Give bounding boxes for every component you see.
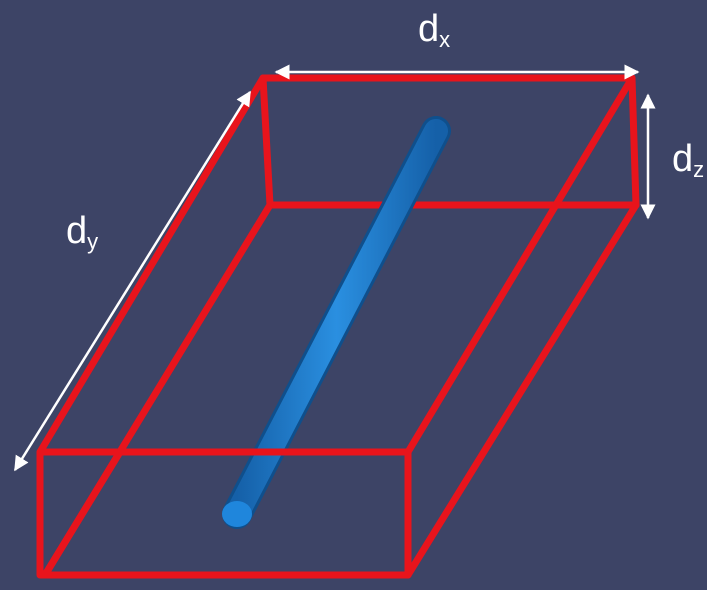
dimension-arrows (13, 64, 656, 472)
rod (222, 116, 451, 529)
top-right-depth-edge (404, 74, 636, 456)
dx-label: dx (418, 8, 451, 52)
back-right-vertical-edge (628, 74, 640, 209)
dz-label: dz (672, 138, 705, 182)
back-left-vertical-edge (259, 74, 274, 209)
rod-end-cap (222, 501, 252, 527)
dy-arrow (13, 90, 252, 472)
dy-label: dy (66, 210, 99, 254)
front-face-diagonal (41, 448, 124, 579)
bottom-right-depth-edge (404, 201, 640, 579)
